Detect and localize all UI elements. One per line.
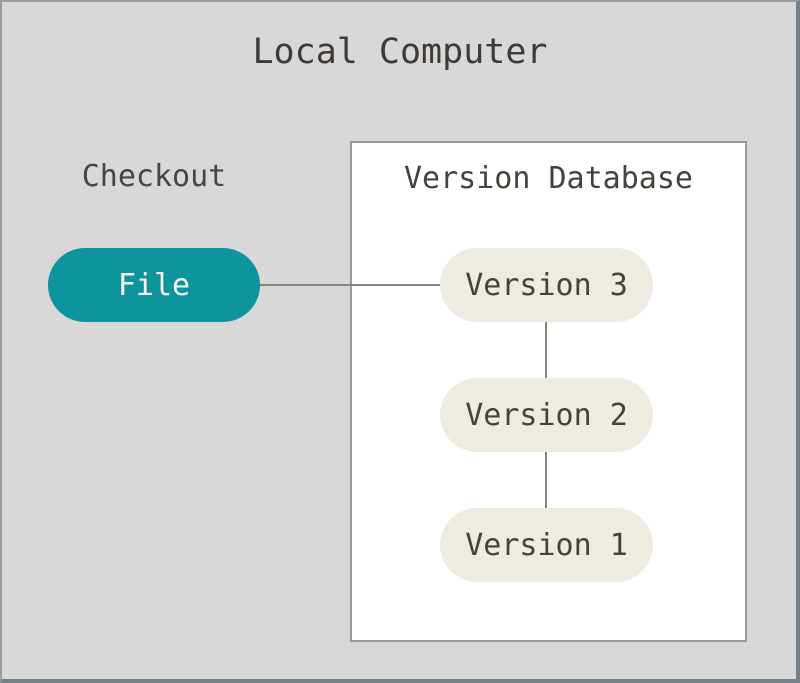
checkout-section-label: Checkout	[81, 159, 227, 194]
version-node-2: Version 2	[440, 378, 653, 452]
diagram-title: Local Computer	[252, 32, 548, 72]
version-node-3: Version 3	[440, 248, 653, 322]
version-node-1: Version 1	[440, 508, 653, 582]
file-node: File	[48, 248, 260, 322]
version-database-title: Version Database	[404, 161, 693, 196]
connector-file-to-version3	[258, 284, 444, 286]
connector-version2-to-version1	[545, 452, 547, 508]
connector-version3-to-version2	[545, 322, 547, 378]
